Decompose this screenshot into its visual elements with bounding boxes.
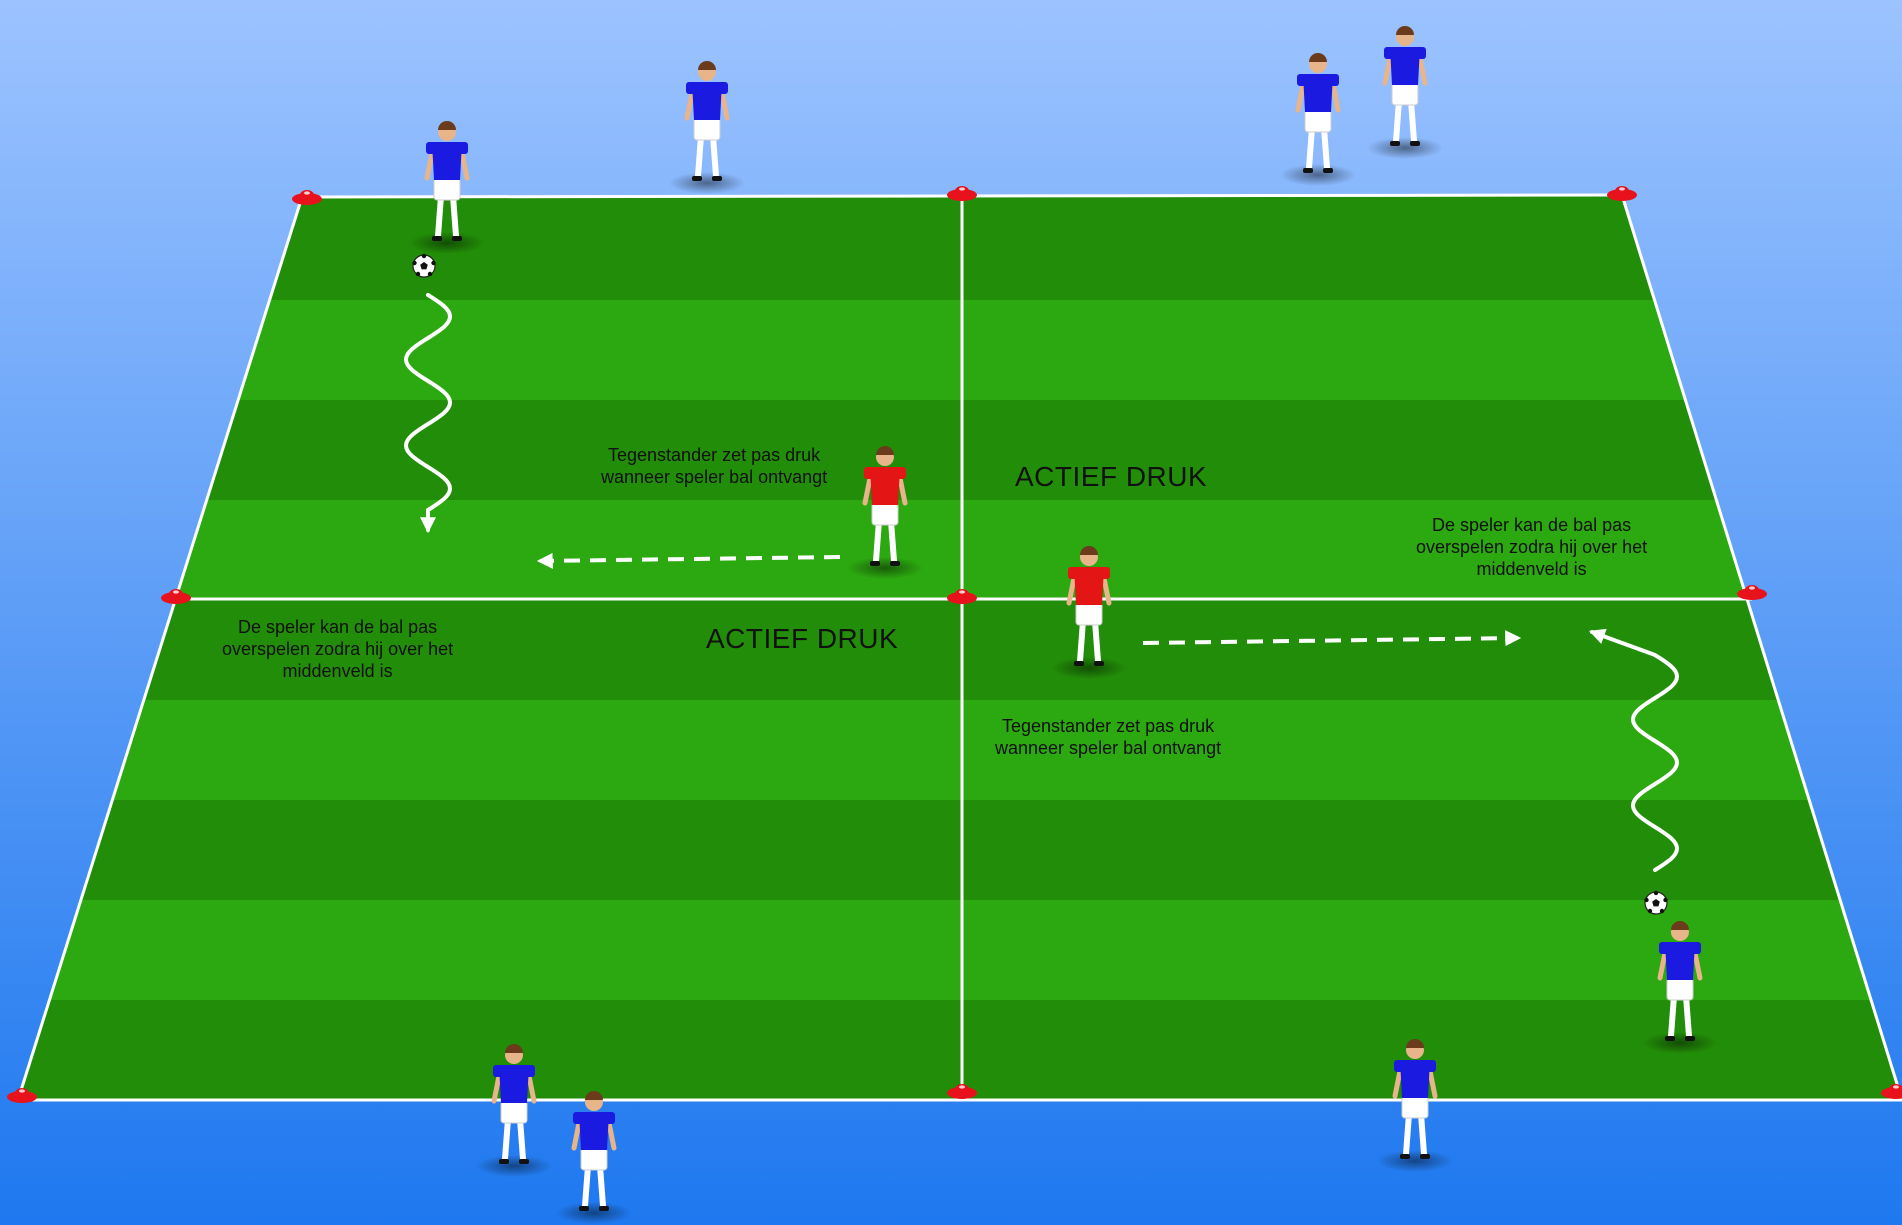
- player-shadow: [847, 557, 923, 579]
- note-left: De speler kan de bal pas overspelen zodr…: [222, 617, 453, 683]
- pitch-stripe: [18, 500, 1902, 600]
- pitch: [18, 195, 1902, 1100]
- attacker-player: [1377, 1039, 1453, 1172]
- player-shadow: [556, 1202, 632, 1224]
- player-shadow: [1051, 657, 1127, 679]
- pitch-stripe: [18, 1000, 1902, 1100]
- note-left-line-1: De speler kan de bal pas: [238, 617, 438, 637]
- attacker-player: [1642, 921, 1718, 1054]
- line-left: [16, 196, 304, 1101]
- player-shadow: [669, 172, 745, 194]
- zone-label-top: ACTIEF DRUK: [1015, 461, 1208, 492]
- note-left-line-2: overspelen zodra hij over het: [222, 638, 454, 659]
- player-shadow: [1377, 1150, 1453, 1172]
- cone: [1607, 186, 1637, 201]
- pitch-stripe: [18, 300, 1902, 400]
- attacker-player: [1367, 26, 1443, 159]
- player-shadow: [1642, 1032, 1718, 1054]
- opponent-note-bottom-line-1: Tegenstander zet pas druk: [1002, 716, 1215, 736]
- player-shirt: [432, 142, 462, 180]
- attacker-player: [556, 1091, 632, 1224]
- attacker-player: [669, 61, 745, 194]
- player-shirt: [1400, 1060, 1430, 1098]
- player-shadow: [476, 1155, 552, 1177]
- dribble-path-right: [1588, 628, 1680, 872]
- attacker-player: [476, 1044, 552, 1177]
- note-right-line-2: overspelen zodra hij over het: [1416, 536, 1648, 557]
- opponent-note-top: Tegenstander zet pas druk wanneer speler…: [601, 445, 827, 489]
- players: [409, 26, 1718, 1224]
- player-shirt: [1665, 942, 1695, 980]
- note-right-line-3: middenveld is: [1476, 558, 1587, 579]
- cone: [947, 186, 977, 201]
- player-shadow: [1367, 137, 1443, 159]
- pitch-stripe: [18, 700, 1902, 800]
- cone: [1881, 1084, 1902, 1099]
- line-right: [1620, 194, 1902, 1101]
- player-shirt: [1074, 567, 1104, 605]
- opponent-note-top-line-2: wanneer speler bal ontvangt: [601, 466, 828, 487]
- opponent-note-top-line-1: Tegenstander zet pas druk: [608, 445, 821, 465]
- attacker-player: [409, 121, 485, 254]
- note-right-line-1: De speler kan de bal pas: [1432, 515, 1632, 535]
- cone: [7, 1088, 37, 1103]
- zone-label-bottom: ACTIEF DRUK: [706, 623, 899, 654]
- player-shirt: [499, 1065, 529, 1103]
- pitch-stripe: [18, 900, 1902, 1000]
- note-right: De speler kan de bal pas overspelen zodr…: [1416, 515, 1647, 581]
- player-shirt: [1390, 47, 1420, 85]
- cone: [292, 190, 322, 205]
- player-shadow: [1280, 164, 1356, 186]
- note-left-line-3: middenveld is: [282, 660, 393, 681]
- cone: [947, 1084, 977, 1099]
- player-shirt: [870, 467, 900, 505]
- cone: [1737, 585, 1767, 600]
- defender-player: [847, 446, 923, 579]
- pitch-stripe: [18, 800, 1902, 900]
- defender-player: [1051, 546, 1127, 679]
- player-shirt: [1303, 74, 1333, 112]
- pitch-stripe: [18, 400, 1902, 500]
- pressure-arrow-bottom: [1142, 630, 1522, 647]
- player-shirt: [692, 82, 722, 120]
- opponent-note-bottom: Tegenstander zet pas druk wanneer speler…: [995, 716, 1221, 760]
- pitch-stripe: [18, 600, 1902, 700]
- opponent-note-bottom-line-2: wanneer speler bal ontvangt: [995, 737, 1222, 758]
- dribble-path-left: [403, 293, 453, 534]
- cones: [7, 186, 1902, 1103]
- attacker-player: [1280, 53, 1356, 186]
- player-shirt: [579, 1112, 609, 1150]
- movement-paths: [403, 293, 1680, 872]
- player-shadow: [409, 232, 485, 254]
- cone: [947, 589, 977, 604]
- cone: [161, 589, 191, 604]
- pitch-stripe: [18, 195, 1902, 300]
